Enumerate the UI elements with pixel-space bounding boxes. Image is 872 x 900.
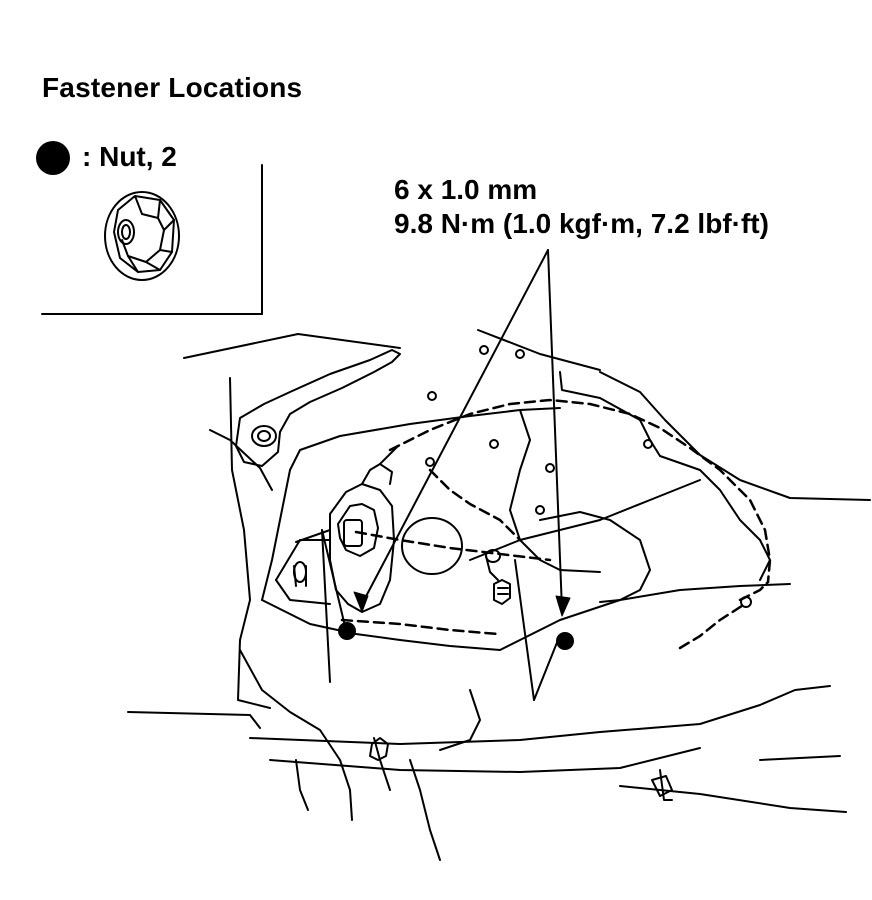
body-panel: [127, 329, 871, 813]
stud-bolts: [485, 549, 511, 605]
switch-assembly: [275, 445, 399, 613]
nut-legend-label: : Nut, 2: [82, 141, 177, 172]
diagram-title: Fastener Locations: [42, 72, 303, 103]
wire-harness: [239, 649, 673, 861]
nut-marker-left: [338, 622, 356, 640]
nut-marker-right: [556, 632, 574, 650]
callout-leaders: [321, 249, 563, 701]
mount-bracket: [235, 349, 401, 467]
mounting-holes: [425, 345, 752, 608]
callout-arrowheads: [353, 591, 571, 617]
torque-spec: 9.8 N·m (1.0 kgf·m, 7.2 lbf·ft): [394, 208, 769, 239]
nut-inset-frame: [41, 164, 263, 315]
hidden-outline-dashed: [340, 398, 772, 650]
nut-legend-icon: [36, 141, 70, 175]
nut-location-markers: [338, 622, 574, 650]
flange-nut-icon: [104, 191, 180, 281]
nut-size-spec: 6 x 1.0 mm: [394, 174, 538, 205]
main-plate: [261, 371, 791, 651]
